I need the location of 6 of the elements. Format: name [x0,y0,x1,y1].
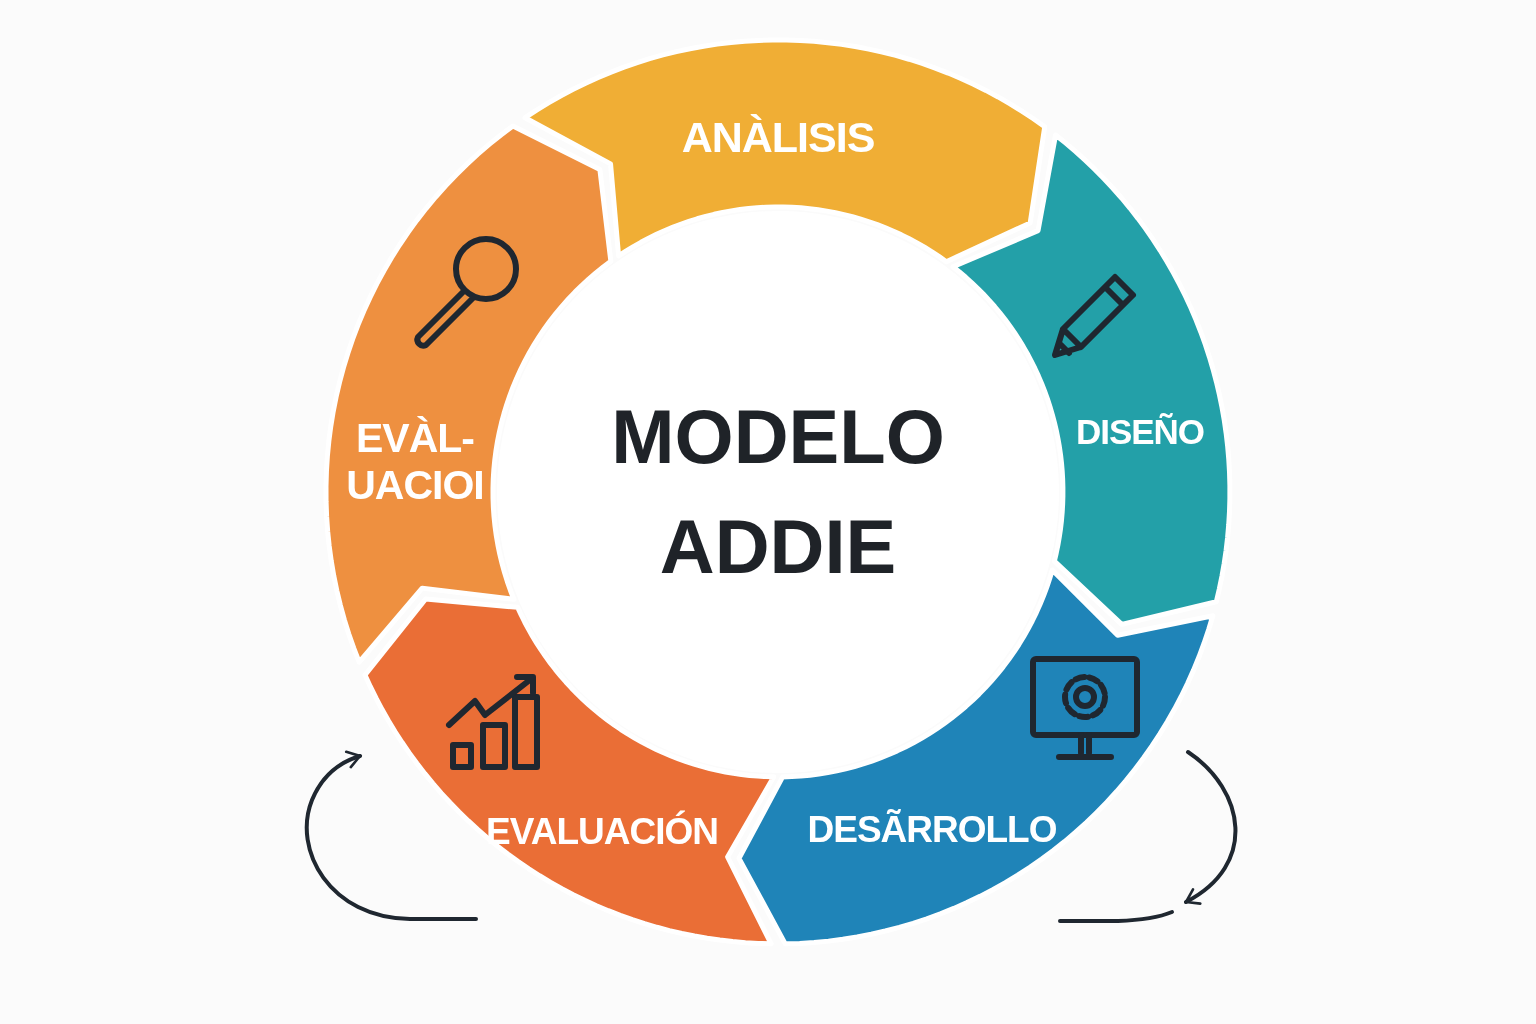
stage-label: DESÃRROLLO [806,808,1058,852]
diagram-heading: MODELO ADDIE [610,392,946,591]
stage-label: EVALUACIÓN [485,810,719,854]
stage-label: DISEÑO [1074,411,1206,453]
stage-label: EVÀL- UACIOI [345,414,485,510]
stage-label: ANÀLISIS [680,113,876,163]
